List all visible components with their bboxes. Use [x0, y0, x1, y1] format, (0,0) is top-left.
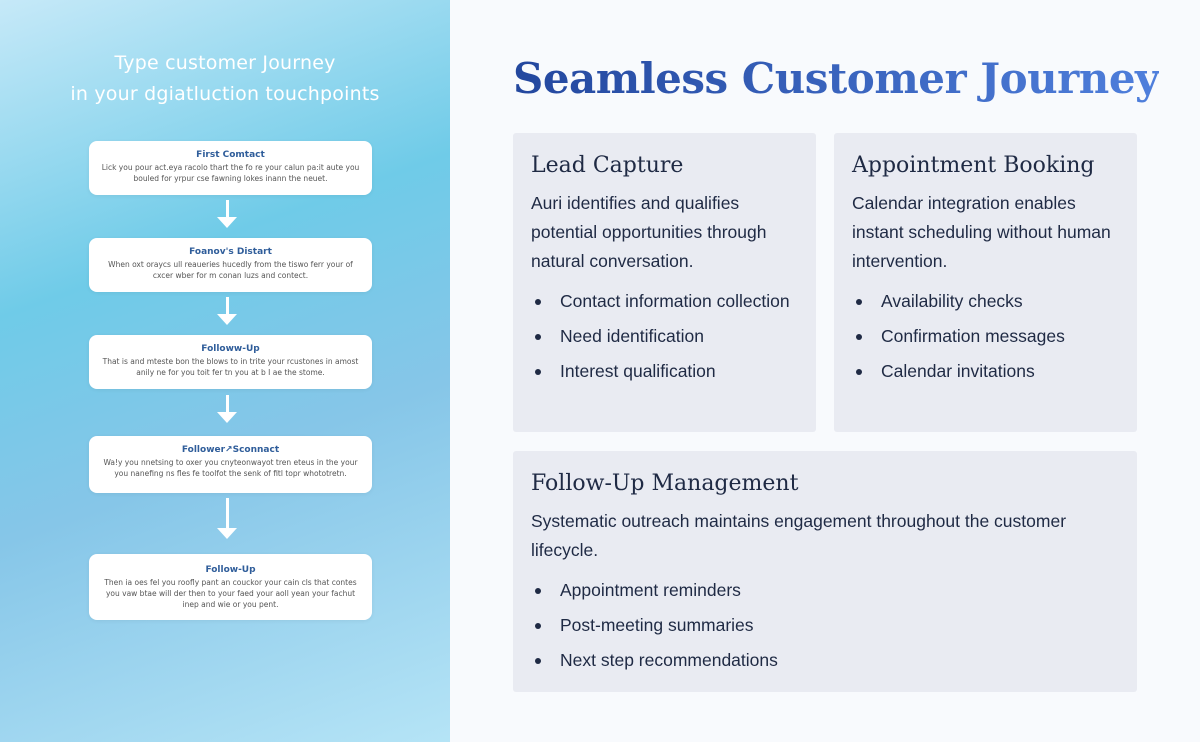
page-title: Seamless Customer Journey [513, 54, 1159, 103]
bullet-item: Interest qualification [531, 357, 798, 386]
card-heading: Appointment Booking [852, 153, 1095, 178]
step-body: Then ia oes fel you roofly pant an couck… [104, 578, 357, 609]
card-bullets: Contact information collection Need iden… [531, 287, 798, 386]
card-body: Auri identifies and qualifies potential … [531, 193, 767, 271]
bullet-item: Contact information collection [531, 287, 798, 316]
illustration-title: Type customer Journey [114, 52, 336, 74]
card-heading: Follow-Up Management [531, 471, 799, 496]
lead-capture-card: Lead Capture Auri identifies and qualifi… [513, 133, 816, 432]
appointment-booking-card: Appointment Booking Calendar integration… [834, 133, 1137, 432]
journey-illustration-panel: Type customer Journey in your dgiatlucti… [0, 0, 450, 742]
step-body: Lick you pour act.eya racolo thart the f… [101, 163, 360, 183]
illustration-subtitle: in your dgiatluction touchpoints [70, 83, 380, 105]
card-bullets: Appointment reminders Post-meeting summa… [531, 576, 1119, 675]
card-body: Systematic outreach maintains engagement… [531, 511, 1067, 560]
journey-step: Followw-Up That is and mteste bon the bl… [89, 335, 372, 389]
card-bullets: Availability checks Confirmation message… [852, 287, 1119, 386]
arrow-down-icon [217, 200, 237, 228]
card-heading: Lead Capture [531, 153, 684, 178]
bullet-item: Calendar invitations [852, 357, 1119, 386]
step-title: Followw-Up [201, 344, 260, 354]
bullet-item: Next step recommendations [531, 646, 1119, 675]
arrow-down-icon [217, 395, 237, 423]
card-body: Calendar integration enables instant sch… [852, 193, 1111, 271]
journey-step: First Comtact Lick you pour act.eya raco… [89, 141, 372, 195]
bullet-item: Post-meeting summaries [531, 611, 1119, 640]
bullet-item: Confirmation messages [852, 322, 1119, 351]
step-title: Follow-Up [205, 565, 256, 575]
journey-step: Follower↗Sconnact Wa!y you nnetsing to o… [89, 436, 372, 493]
bullet-item: Availability checks [852, 287, 1119, 316]
arrow-down-icon [217, 297, 237, 325]
step-body: When oxt oraycs ull reaueries hucedly fr… [108, 260, 353, 280]
bullet-item: Need identification [531, 322, 798, 351]
step-body: Wa!y you nnetsing to oxer you cnyteonway… [103, 458, 358, 478]
follow-up-management-card: Follow-Up Management Systematic outreach… [513, 451, 1137, 692]
arrow-down-icon [217, 498, 237, 539]
step-body: That is and mteste bon the blows to in t… [102, 357, 359, 377]
step-title: First Comtact [196, 150, 265, 160]
journey-step: Follow-Up Then ia oes fel you roofly pan… [89, 554, 372, 620]
bullet-item: Appointment reminders [531, 576, 1119, 605]
step-title: Foanov's Distart [189, 247, 272, 257]
step-title: Follower↗Sconnact [181, 445, 280, 455]
journey-step: Foanov's Distart When oxt oraycs ull rea… [89, 238, 372, 292]
